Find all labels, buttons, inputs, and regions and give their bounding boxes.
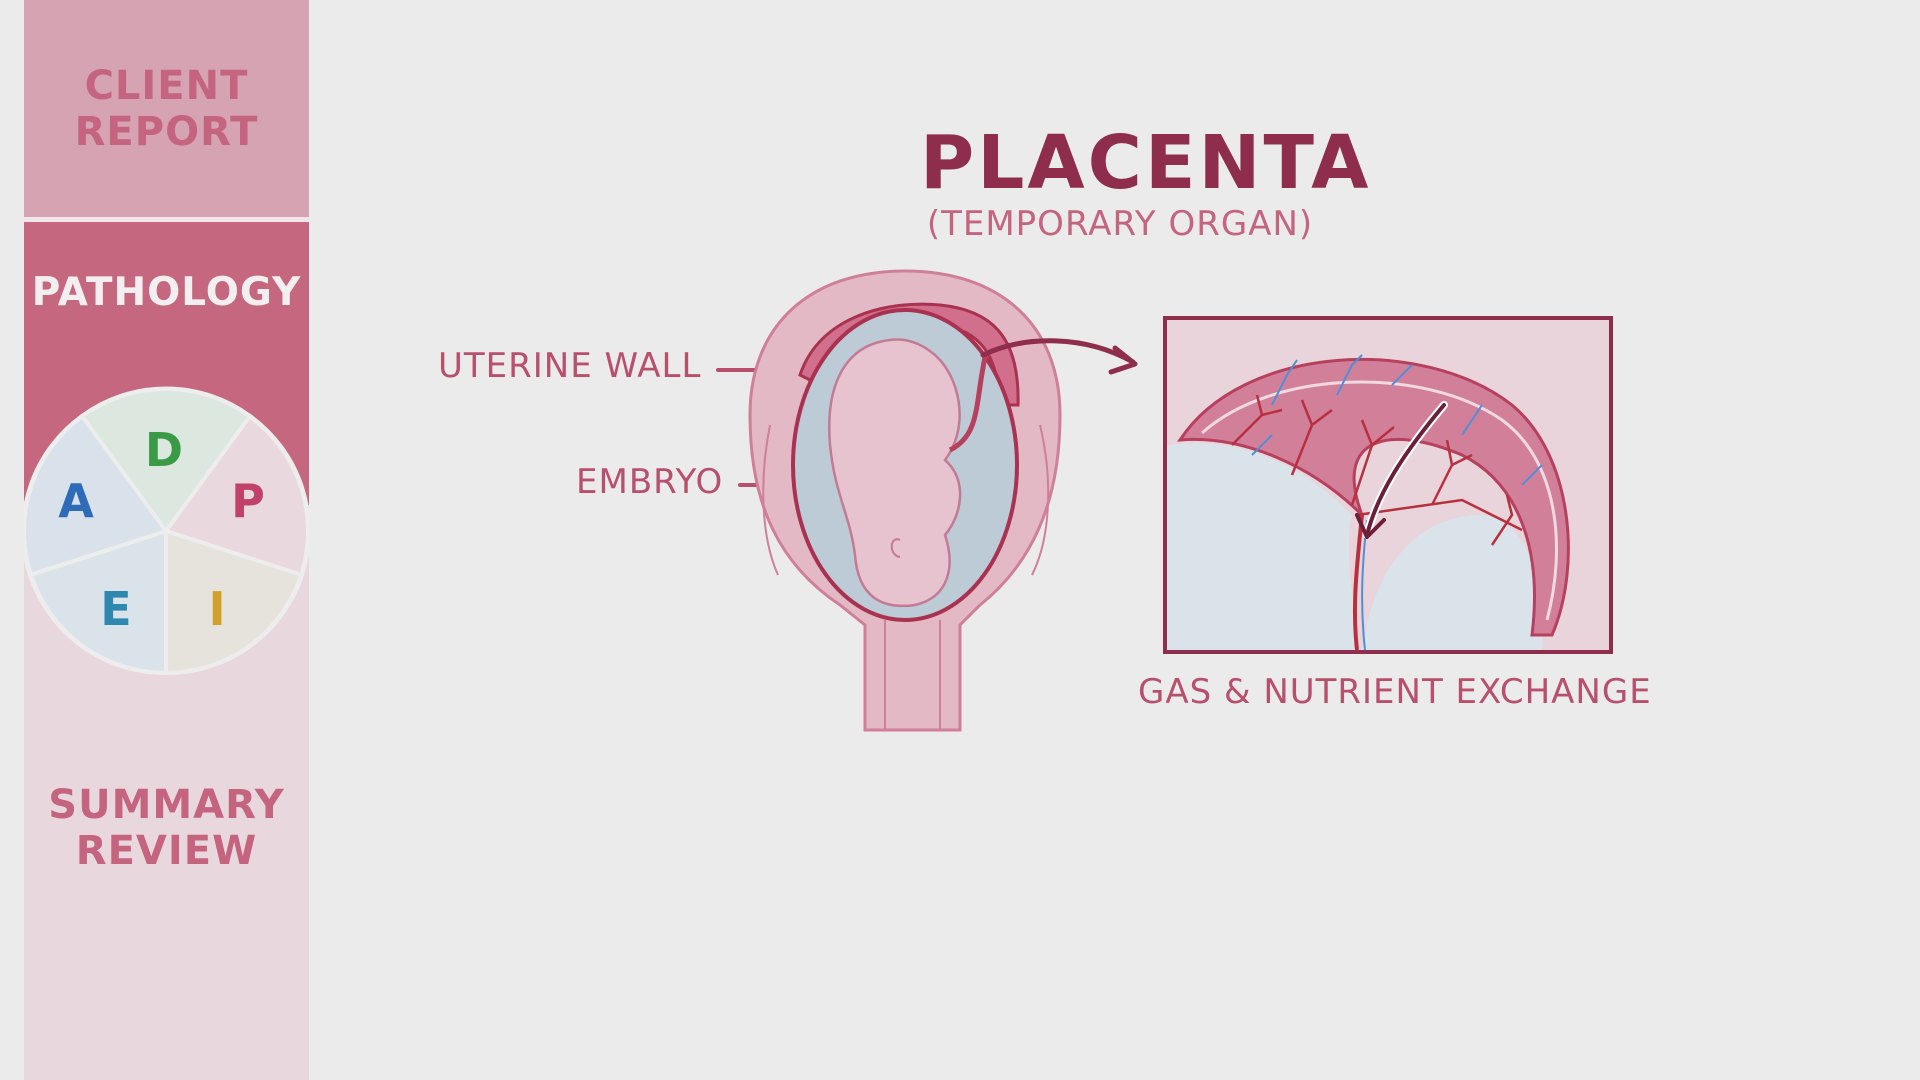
sidebar-item-client-report[interactable]: CLIENT REPORT xyxy=(24,0,309,217)
wheel-letter-a: A xyxy=(58,474,94,528)
page-subtitle: (TEMPORARY ORGAN) xyxy=(926,204,1314,244)
summary-label-line2: REVIEW xyxy=(75,828,258,874)
wheel-letter-i: I xyxy=(208,582,225,636)
client-report-label-line1: CLIENT xyxy=(84,62,249,109)
wheel-letter-e: E xyxy=(100,582,131,636)
label-uterine-wall: UTERINE WALL xyxy=(438,346,702,386)
zoom-arrow-icon xyxy=(980,338,1138,375)
uterus-embryo-illustration xyxy=(748,269,1062,732)
label-embryo: EMBRYO xyxy=(576,462,724,502)
wheel-letter-d: D xyxy=(145,423,183,477)
adpie-wheel: D P I E A xyxy=(24,386,309,676)
sidebar-item-summary-review[interactable]: SUMMARY REVIEW xyxy=(24,782,309,874)
placenta-inset-illustration xyxy=(1163,316,1613,654)
sidebar-divider xyxy=(24,217,309,222)
pathology-label: PATHOLOGY xyxy=(31,270,302,315)
sidebar: CLIENT REPORT PATHOLOGY D P I E A SUMMAR… xyxy=(24,0,309,1080)
page-title: PLACENTA xyxy=(920,120,1372,206)
summary-label-line1: SUMMARY xyxy=(48,782,285,828)
leader-line-uterine-wall xyxy=(716,368,784,372)
client-report-label-line2: REPORT xyxy=(74,108,259,155)
label-gas-nutrient-exchange: GAS & NUTRIENT EXCHANGE xyxy=(1138,672,1652,712)
wheel-letter-p: P xyxy=(231,474,265,528)
